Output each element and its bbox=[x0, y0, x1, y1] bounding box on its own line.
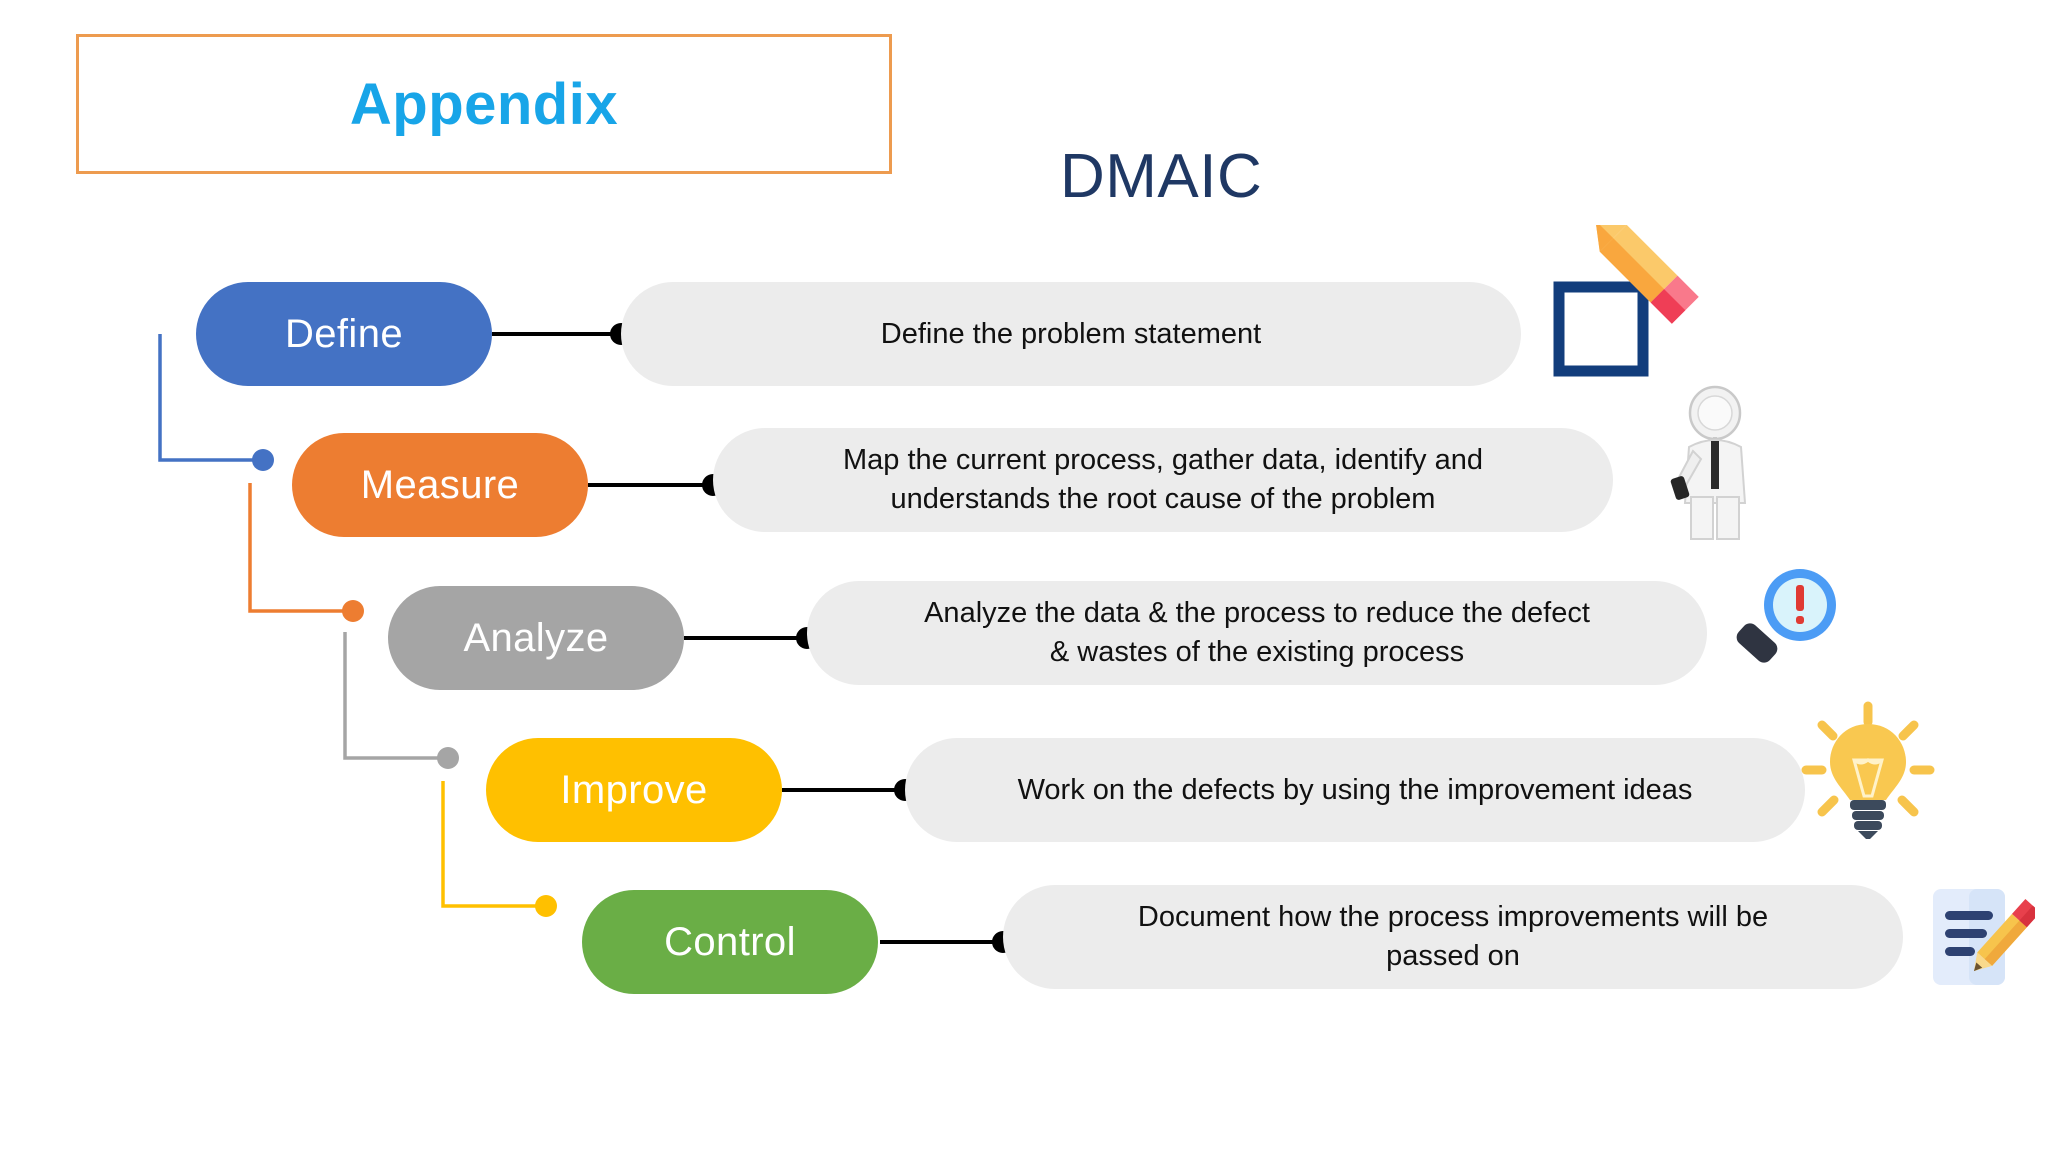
stage-description-measure: Map the current process, gather data, id… bbox=[713, 428, 1613, 532]
description-line: Analyze the data & the process to reduce… bbox=[924, 597, 1590, 630]
appendix-title-box: Appendix bbox=[76, 34, 892, 174]
stage-pill-improve[interactable]: Improve bbox=[486, 738, 782, 842]
leader-line-improve bbox=[782, 779, 916, 801]
stage-description-control: Document how the process improvements wi… bbox=[1003, 885, 1903, 989]
description-line: understands the root cause of the proble… bbox=[890, 483, 1436, 515]
document-pencil-icon bbox=[1933, 889, 2035, 985]
lightbulb-icon bbox=[1801, 701, 1935, 839]
stage-pill-define[interactable]: Define bbox=[196, 282, 492, 386]
stage-label-improve: Improve bbox=[560, 767, 708, 812]
description-line: Map the current process, gather data, id… bbox=[843, 444, 1483, 477]
leader-line-measure bbox=[588, 474, 724, 496]
stage-label-define: Define bbox=[284, 311, 404, 356]
stage-description-improve: Work on the defects by using the improve… bbox=[905, 738, 1805, 842]
description-line: Define the problem statement bbox=[880, 317, 1262, 350]
description-line: Document how the process improvements wi… bbox=[1137, 901, 1769, 934]
stage-description-analyze: Analyze the data & the process to reduce… bbox=[807, 581, 1707, 685]
stage-pill-analyze[interactable]: Analyze bbox=[388, 586, 684, 690]
appendix-label: Appendix bbox=[349, 71, 619, 137]
magnifier-alert-icon bbox=[1736, 569, 1836, 663]
leader-line-define bbox=[492, 323, 632, 345]
page-title: DMAIC bbox=[1060, 142, 1263, 211]
leader-line-analyze bbox=[684, 627, 818, 649]
stage-pill-control[interactable]: Control bbox=[582, 890, 878, 994]
leader-line-control bbox=[880, 931, 1014, 953]
description-line: Work on the defects by using the improve… bbox=[1017, 773, 1693, 806]
stage-label-measure: Measure bbox=[360, 462, 520, 507]
description-line: & wastes of the existing process bbox=[1049, 636, 1465, 668]
stage-label-analyze: Analyze bbox=[463, 615, 609, 660]
stage-label-control: Control bbox=[664, 919, 796, 964]
pencil-square-icon bbox=[1553, 225, 1699, 377]
stage-description-define: Define the problem statement bbox=[621, 282, 1521, 386]
person-magnifier-icon bbox=[1670, 385, 1747, 540]
description-line: passed on bbox=[1386, 940, 1520, 972]
stage-pill-measure[interactable]: Measure bbox=[292, 433, 588, 537]
